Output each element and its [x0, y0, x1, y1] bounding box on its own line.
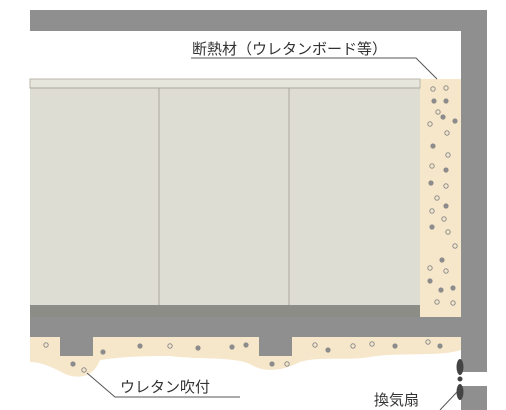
- fan-leader-line: [439, 391, 458, 410]
- top-concrete-slab: [30, 10, 487, 31]
- right-concrete-wall: [461, 10, 487, 372]
- fan-icon: [456, 359, 464, 400]
- storage-panels: [29, 78, 421, 317]
- urethane-spray-label: ウレタン吹付: [120, 378, 210, 396]
- ventilation-fan-label: 換気扇: [374, 391, 419, 409]
- right-wall-lower: [461, 386, 487, 410]
- insulation-board: [420, 79, 461, 317]
- spray-leader-line: [86, 372, 240, 398]
- insulation-leader-line: [191, 57, 438, 80]
- insulation-label: 断熱材（ウレタンボード等）: [192, 40, 387, 58]
- bottom-concrete-slab: [30, 317, 461, 356]
- spray-beads: [43, 339, 443, 373]
- insulation-beads: [427, 85, 458, 306]
